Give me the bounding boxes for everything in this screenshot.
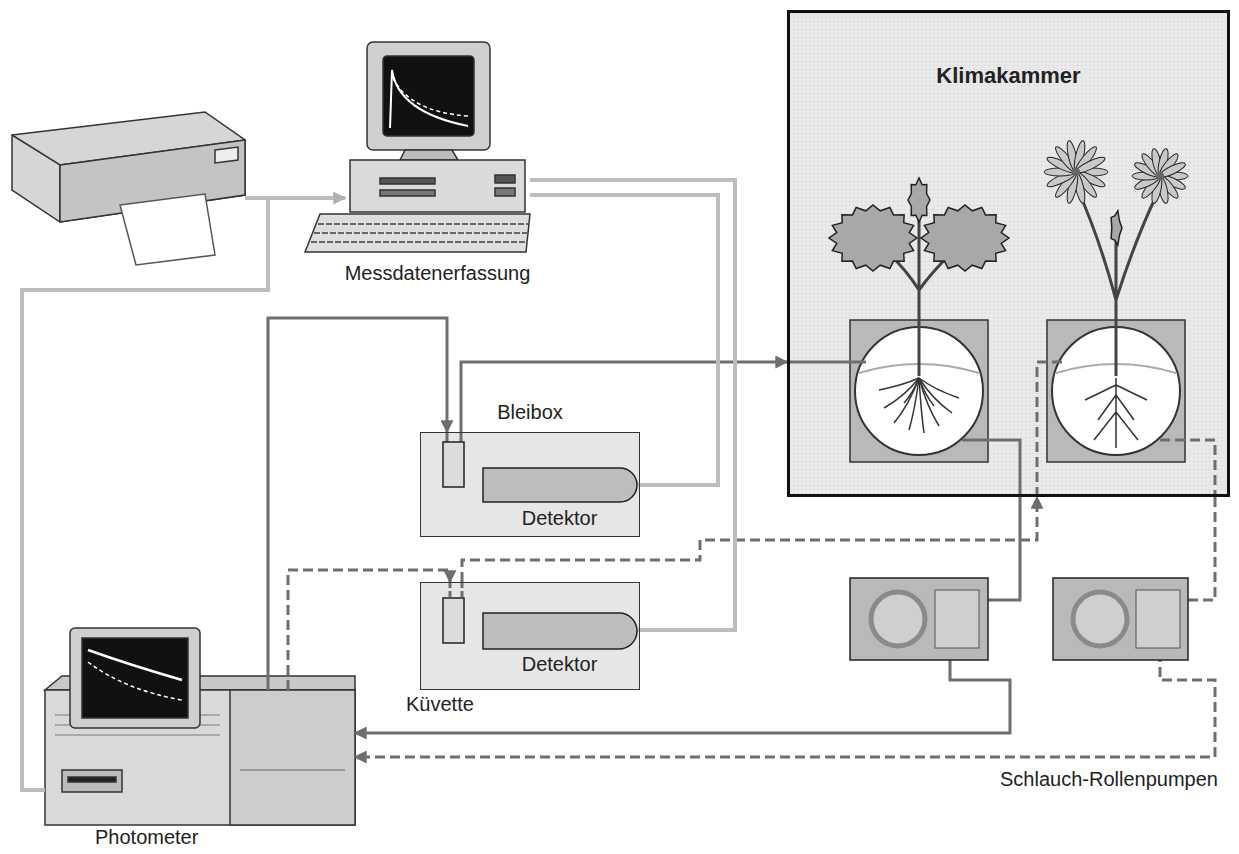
detector: Detektor bbox=[482, 612, 638, 650]
detector-outline bbox=[482, 612, 638, 650]
tubing-line bbox=[355, 497, 1020, 733]
box-fill bbox=[420, 432, 640, 537]
node-label: Detektor bbox=[522, 507, 598, 530]
cuvette bbox=[443, 442, 464, 487]
tubing-line bbox=[288, 570, 450, 690]
node-label: Detektor bbox=[522, 653, 598, 676]
cuvette bbox=[443, 598, 464, 643]
node-label: Photometer bbox=[95, 826, 198, 849]
plants bbox=[829, 140, 1188, 448]
detector-outline bbox=[482, 467, 638, 503]
tubing-line bbox=[355, 497, 1215, 757]
photometer: Photometer bbox=[45, 690, 355, 825]
computer bbox=[305, 42, 530, 252]
tubing-line bbox=[461, 362, 787, 432]
detector: Detektor bbox=[482, 467, 638, 503]
cuvette-box: KüvetteDetektor bbox=[420, 582, 640, 690]
node-label: Messdatenerfassung bbox=[345, 262, 531, 285]
box-fill bbox=[420, 582, 640, 690]
climate-chamber: Klimakammer bbox=[787, 10, 1230, 497]
tubing-line bbox=[462, 497, 1037, 582]
lead-box: BleiboxDetektor bbox=[420, 432, 640, 537]
printer bbox=[12, 112, 245, 265]
photometer-device bbox=[45, 628, 355, 825]
data-acquisition-computer: Messdatenerfassung bbox=[345, 42, 530, 212]
signal-cable bbox=[530, 195, 718, 485]
pump-label: Schlauch-Rollenpumpen bbox=[1000, 768, 1218, 791]
peristaltic-pump bbox=[1053, 578, 1188, 660]
node-label: Küvette bbox=[406, 693, 474, 716]
chamber-tubing bbox=[787, 362, 1215, 497]
printer-cable bbox=[245, 196, 268, 200]
node-label: Klimakammer bbox=[936, 63, 1080, 88]
chamber-fill bbox=[787, 10, 1230, 497]
signal-cable bbox=[22, 198, 345, 790]
peristaltic-pump bbox=[850, 578, 988, 660]
node-label: Bleibox bbox=[497, 401, 563, 424]
